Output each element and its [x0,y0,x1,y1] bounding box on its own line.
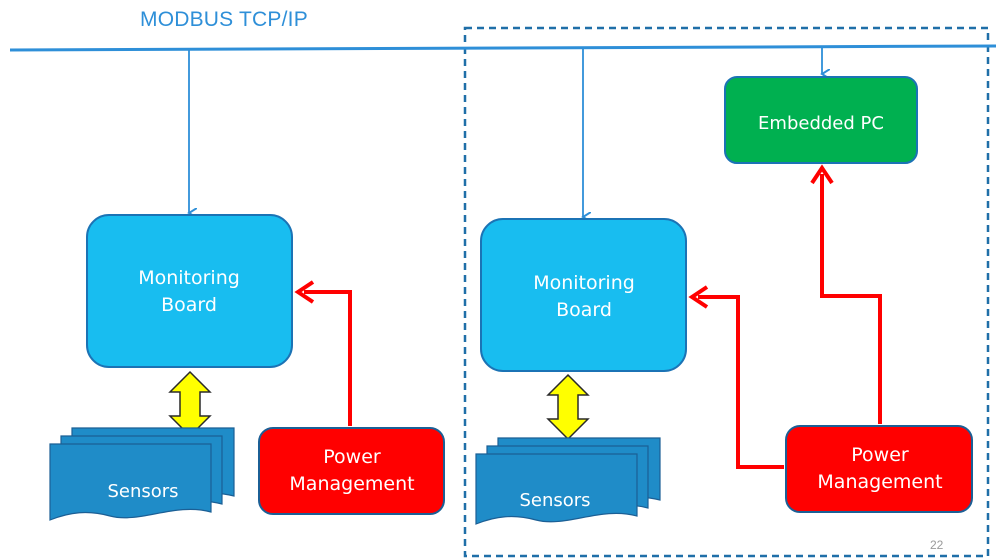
left-power-to-board-arrow [304,290,352,426]
right-sensor-link-arrow [546,373,590,441]
right-monitoring-board [480,218,687,372]
right-sensors-stack [475,437,661,525]
bus-label: MODBUS TCP/IP [140,8,308,31]
right-sensors-label: Sensors [519,490,590,511]
right-power-line2: Management [817,471,942,493]
right-power-line1: Power [851,444,909,466]
left-board-line2: Board [161,294,217,316]
left-sensor-link-arrow [168,370,212,438]
right-power-pc-arrowhead [810,164,834,185]
left-power-line2: Management [289,473,414,495]
left-monitoring-board [86,214,293,368]
left-power-management [258,427,445,515]
left-sensors-stack [49,427,235,521]
left-sensors-label: Sensors [107,481,178,502]
page-number: 22 [930,538,944,552]
left-power-line1: Power [323,446,381,468]
right-board-line2: Board [556,299,612,321]
right-board-line1: Monitoring [533,272,635,294]
right-power-to-pc-arrow [820,174,882,424]
right-power-to-board-arrow [698,295,784,469]
right-power-management [785,425,973,513]
right-group-boundary [463,26,990,558]
embedded-pc-label: Embedded PC [758,113,884,134]
left-board-line1: Monitoring [138,267,240,289]
left-power-arrowhead [294,280,315,304]
embedded-pc [724,76,918,164]
right-power-board-arrowhead [688,285,709,309]
modbus-bus-line [9,44,996,52]
